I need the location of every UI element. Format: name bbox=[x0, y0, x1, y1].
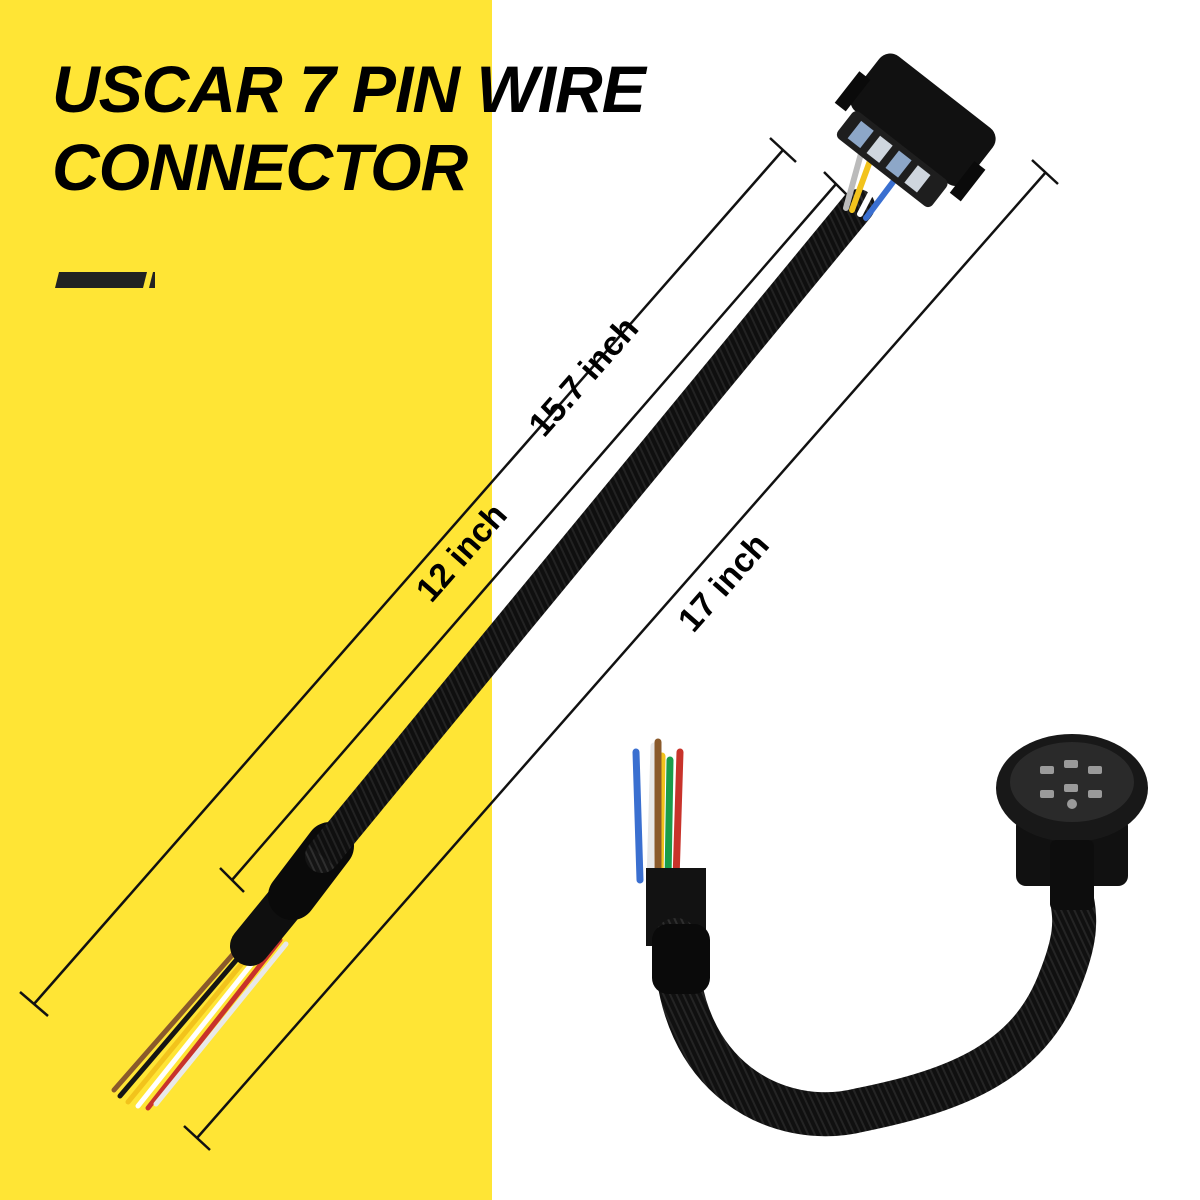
accent-stripe-icon bbox=[55, 272, 155, 288]
dimension-line-12 bbox=[219, 171, 849, 893]
dimension-label-12: 12 inch bbox=[409, 496, 515, 609]
connector-head bbox=[834, 53, 996, 208]
title-line-1: USCAR 7 PIN WIRE bbox=[52, 52, 646, 126]
curved-harness bbox=[632, 734, 1148, 1137]
straight-harness bbox=[111, 53, 996, 1111]
curved-harness-wires bbox=[632, 738, 692, 884]
yellow-background-panel bbox=[0, 0, 492, 1200]
dimension-label-17: 17 inch bbox=[671, 526, 777, 639]
connector-socket bbox=[996, 734, 1148, 910]
dimension-line-17 bbox=[183, 159, 1059, 1151]
dimension-line-15-7 bbox=[19, 137, 797, 1017]
product-title: USCAR 7 PIN WIRE CONNECTOR bbox=[52, 50, 646, 206]
title-line-2: CONNECTOR bbox=[52, 130, 468, 204]
